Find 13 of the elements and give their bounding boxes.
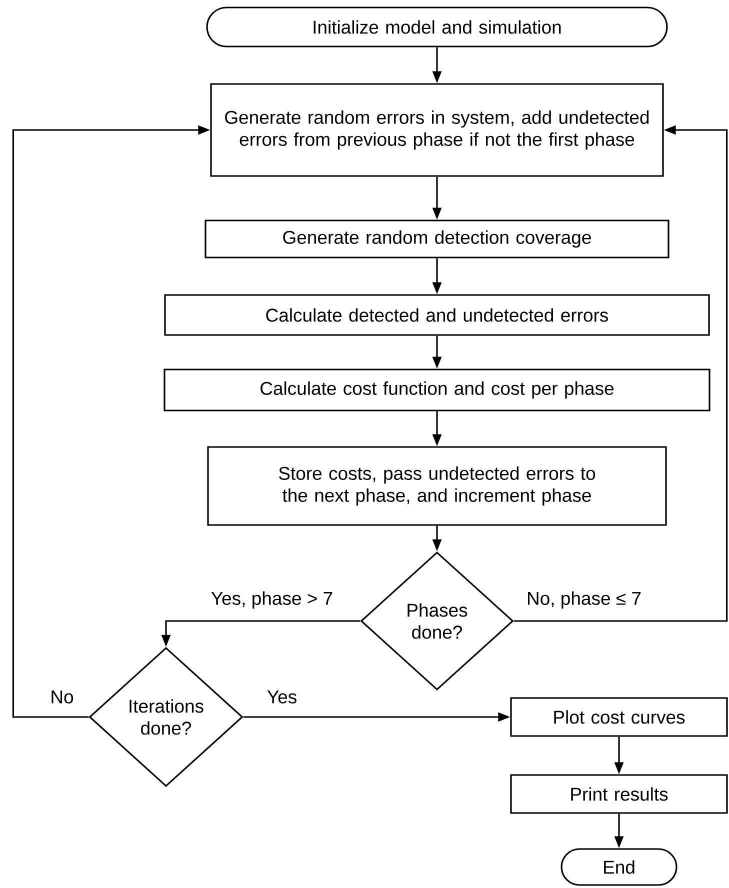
edge-label: No	[52, 690, 74, 704]
process-box: Store costs, pass undetected errors to the next phase, and increment phase	[207, 446, 667, 526]
terminal-box: End	[560, 848, 678, 886]
process-box: Generate random errors in system, add undetected errors from previous phase if not the first phase	[210, 83, 664, 177]
process-box: Plot cost curves	[510, 697, 728, 737]
edge-label: No, phase ≤ 7	[528, 591, 641, 609]
terminal-box: Initialize model and simulation	[206, 6, 668, 48]
process-box: Calculate detected and undetected errors	[164, 294, 710, 336]
process-box: Print results	[510, 774, 728, 814]
edge-label: Yes	[267, 690, 296, 704]
process-box: Generate random detection coverage	[204, 220, 670, 258]
process-box: Calculate cost function and cost per phase	[164, 368, 710, 412]
edge-label: Yes, phase > 7	[211, 591, 332, 609]
